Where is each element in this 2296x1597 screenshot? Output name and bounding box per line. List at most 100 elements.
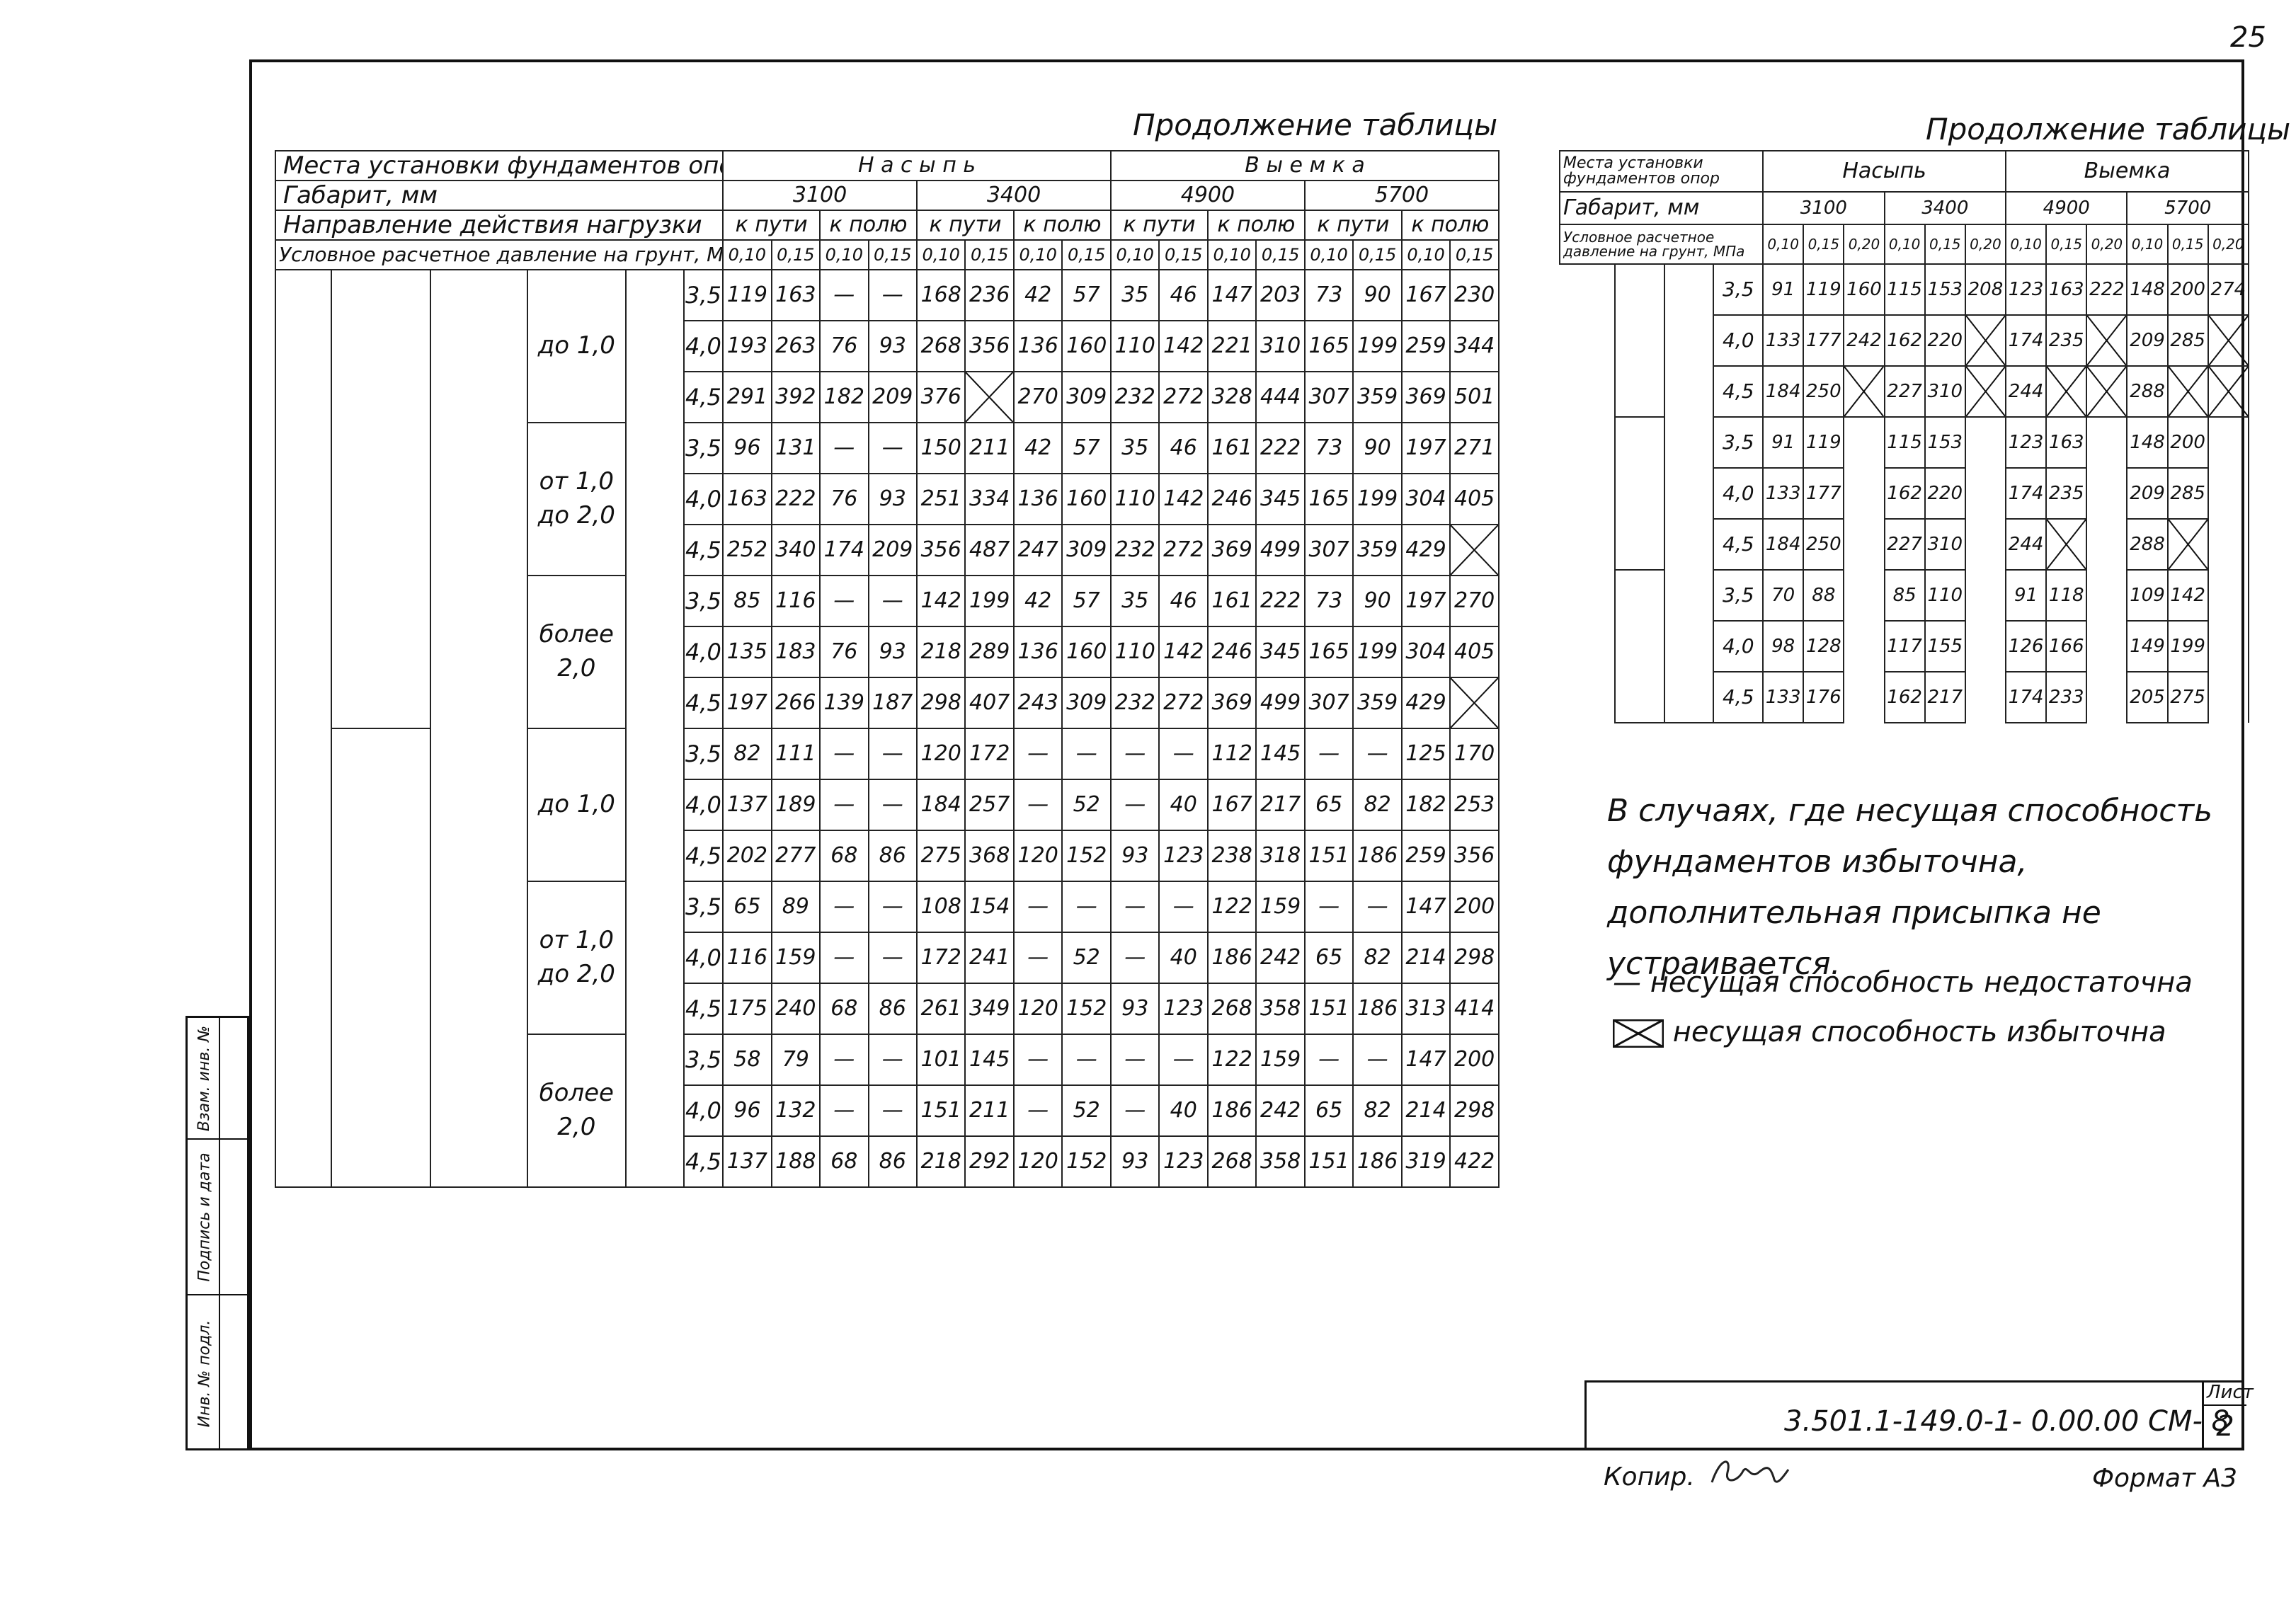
value-cell: 369 [1206,677,1257,729]
value-cell: 154 [964,881,1015,933]
value-cell: 90 [1352,575,1403,627]
pressure-value: 0,15 [2045,224,2088,265]
value-cell: 318 [1255,830,1306,882]
value-cell: 270 [1449,575,1500,627]
cross-box-icon [1612,1019,1664,1048]
value-cell: 289 [964,626,1015,678]
gabarit-value: 4900 [1110,180,1306,211]
value-cell: 90 [1352,269,1403,321]
value-cell: 369 [1400,371,1451,423]
value-cell: — [819,1034,869,1086]
height-value: от 1,0 до 2,0 [526,422,627,576]
value-cell: 116 [722,932,772,984]
value-cell: 123 [2005,263,2047,316]
value-cell: 310 [1924,518,1966,571]
value-cell: 149 [2126,620,2169,672]
empty-cell [2207,672,2250,723]
value-cell: 217 [1924,671,1966,723]
value-cell: 73 [1303,269,1354,321]
value-cell: 220 [1924,467,1966,520]
value-cell: 120 [1012,1135,1063,1188]
value-cell: 91 [2005,569,2047,622]
gabarit-value: 3100 [1762,191,1885,225]
value-cell: 52 [1061,779,1112,831]
gabarit-value: 3100 [722,180,918,211]
pressure-value: 0,15 [1158,239,1209,270]
value-cell: 368 [964,830,1015,882]
value-cell: — [1109,779,1160,831]
length-value: 4,5 [683,830,724,882]
value-cell: 199 [1352,473,1403,525]
value-cell: — [1109,728,1160,780]
pressure-value: 0,10 [1883,224,1926,265]
cross-cell [2086,365,2128,418]
value-cell: 93 [1109,830,1160,882]
value-cell: 184 [1762,518,1805,571]
value-cell: 175 [722,983,772,1035]
value-cell: — [1109,1034,1160,1086]
value-cell: 307 [1303,677,1354,729]
value-cell: 93 [867,626,918,678]
value-cell: 57 [1061,575,1112,627]
value-cell: 222 [1255,575,1306,627]
value-cell: — [1158,728,1209,780]
value-cell: 172 [915,932,966,984]
pressure-value: 0,10 [1400,239,1451,270]
value-cell: 159 [1255,881,1306,933]
value-cell: 356 [964,320,1015,372]
value-cell: 142 [1158,473,1209,525]
value-cell: 152 [1061,983,1112,1035]
value-cell: — [1012,1034,1063,1086]
value-cell: 123 [1158,983,1209,1035]
pressure-value: 0,20 [1964,224,2007,265]
vertical-length: Д л и н а ф у н д а м е н т а L, м [625,269,685,1188]
value-cell: 135 [722,626,772,678]
value-cell: 79 [770,1034,821,1086]
empty-cell [2207,621,2250,672]
vertical-blag: Благоприятные участки [1614,263,1665,418]
value-cell: 151 [1303,830,1354,882]
value-cell: 165 [1303,320,1354,372]
value-cell: 232 [1109,371,1160,423]
value-cell: 152 [1061,1135,1112,1188]
value-cell: 152 [1061,830,1112,882]
value-cell: 392 [770,371,821,423]
value-cell: 163 [770,269,821,321]
header-pressure: Условное расчетное давление на грунт, МП… [274,239,724,270]
value-cell: 128 [1803,620,1845,672]
value-cell: — [1061,1034,1112,1086]
value-cell: 328 [1206,371,1257,423]
value-cell: 98 [1762,620,1805,672]
value-cell: 288 [2126,518,2169,571]
value-cell: 200 [1449,881,1500,933]
value-cell: 46 [1158,575,1209,627]
value-cell: — [867,779,918,831]
value-cell: 91 [1762,416,1805,469]
value-cell: 133 [1762,467,1805,520]
value-cell: 292 [964,1135,1015,1188]
value-cell: 230 [1449,269,1500,321]
pressure-value: 0,10 [1012,239,1063,270]
length-value: 4,5 [683,983,724,1035]
length-value: 4,0 [683,932,724,984]
vertical-vdol: Вдоль пути [1560,264,1616,723]
value-cell: 208 [1964,263,2007,316]
pressure-value: 0,15 [1352,239,1403,270]
value-cell: 93 [1109,1135,1160,1188]
value-cell: 145 [964,1034,1015,1086]
length-value: 3,5 [683,728,724,780]
value-cell: 182 [1400,779,1451,831]
header-gabarit: Габарит, мм [1558,191,1764,225]
value-cell: 187 [867,677,918,729]
header-place: Места установки фундаментов опор [1558,150,1764,193]
value-cell: 414 [1449,983,1500,1035]
value-cell: 211 [964,422,1015,474]
value-cell: 252 [722,524,772,576]
value-cell: 334 [964,473,1015,525]
value-cell: 444 [1255,371,1306,423]
cross-cell [1964,314,2007,367]
value-cell: 35 [1109,422,1160,474]
value-cell: — [819,728,869,780]
value-cell: — [1303,881,1354,933]
